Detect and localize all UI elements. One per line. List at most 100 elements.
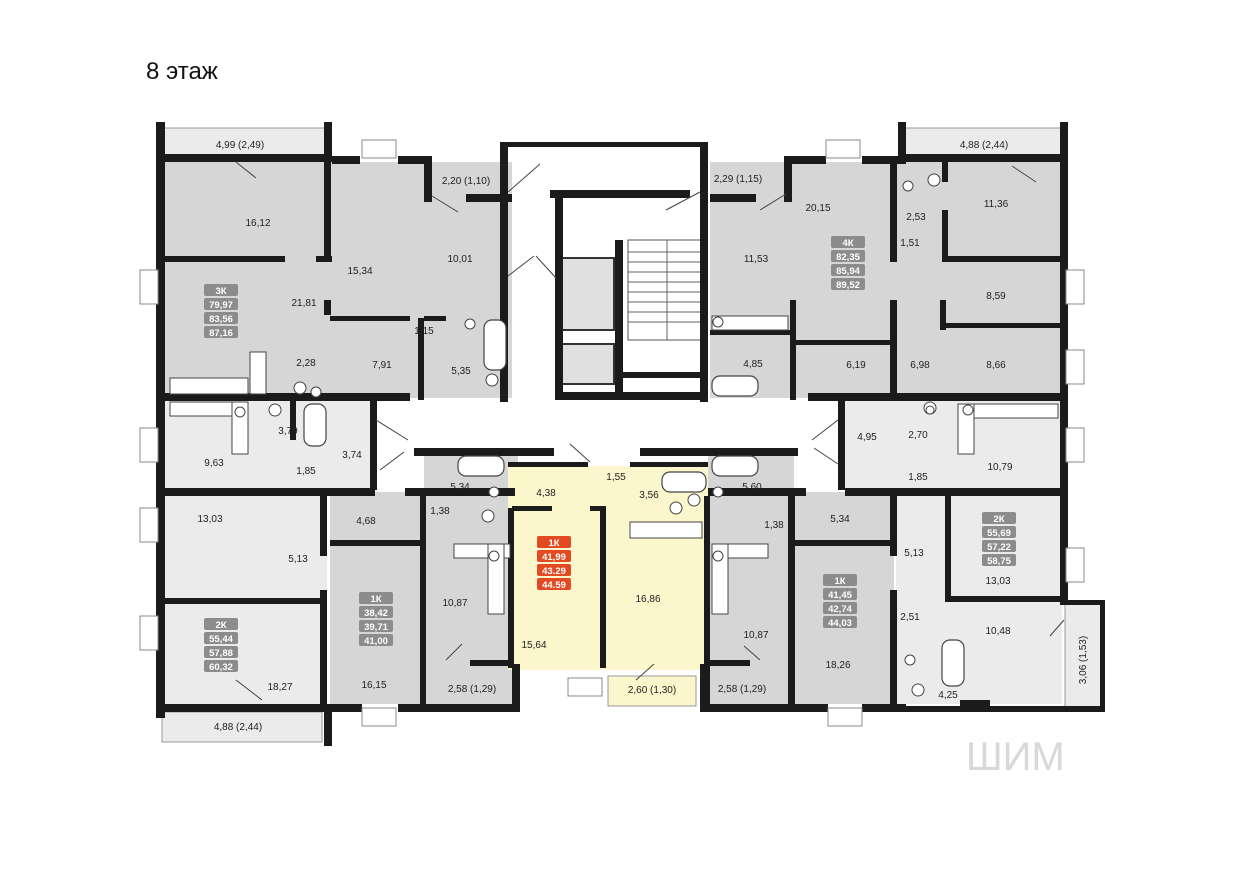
room-label: 18,26 xyxy=(825,660,850,671)
apartment-area: 60,32 xyxy=(209,662,233,673)
room-label: 5,34 xyxy=(830,514,850,525)
room-label: 2,58 (1,29) xyxy=(718,684,766,695)
balcony-top-left xyxy=(161,127,328,159)
room-label: 2,28 xyxy=(296,358,316,369)
room-label: 4,88 (2,44) xyxy=(214,722,262,733)
room-label: 3,56 xyxy=(639,490,659,501)
apartment-badge[interactable]: 1К 38,42 39,71 41,00 xyxy=(359,592,393,647)
apartment-area: 38,42 xyxy=(364,608,388,619)
apt-3k-area xyxy=(165,162,512,398)
balcony-bottom-left xyxy=(161,711,323,743)
room-label: 4,38 xyxy=(536,488,556,499)
apartment-area: 55,44 xyxy=(209,634,233,645)
room-label: 2,53 xyxy=(906,212,926,223)
apartment-type: 2К xyxy=(215,620,226,631)
room-label: 6,19 xyxy=(846,360,866,371)
room-labels: 4,99 (2,49) 16,12 15,34 2,20 (1,10) 10,0… xyxy=(197,140,1089,733)
room-label: 18,27 xyxy=(267,682,292,693)
apartment-area: 87,16 xyxy=(209,328,233,339)
apartment-area: 44,03 xyxy=(828,618,852,629)
elevator-1 xyxy=(561,257,615,331)
apartment-area: 41,45 xyxy=(828,590,852,601)
stair-treads xyxy=(628,240,706,340)
room-label: 10,79 xyxy=(987,462,1012,473)
room-label: 5,60 xyxy=(742,482,762,493)
apartment-area: 39,71 xyxy=(364,622,388,633)
sanitary-fixtures xyxy=(234,173,974,697)
balcony-highlight xyxy=(607,675,697,707)
room-label: 2,51 xyxy=(900,612,920,623)
room-label: 5,13 xyxy=(288,554,308,565)
room-label: 20,15 xyxy=(805,203,830,214)
apartment-type: 2К xyxy=(993,514,1004,525)
windows xyxy=(139,139,1085,727)
apartment-type: 1К xyxy=(548,538,559,549)
room-label: 1,38 xyxy=(430,506,450,517)
door-swings xyxy=(235,161,1065,701)
room-label: 2,29 (1,15) xyxy=(714,174,762,185)
bathtubs xyxy=(303,319,965,687)
apartment-area: 57,88 xyxy=(209,648,233,659)
apartment-area: 44.59 xyxy=(542,580,566,591)
walls xyxy=(156,122,1105,746)
apartment-badge[interactable]: 2К 55,69 57,22 58,75 xyxy=(982,512,1016,567)
room-label: 13,03 xyxy=(985,576,1010,587)
room-label: 11,36 xyxy=(984,199,1009,210)
apartment-area: 55,69 xyxy=(987,528,1011,539)
room-label: 11,53 xyxy=(744,254,769,265)
room-label: 10,48 xyxy=(985,626,1010,637)
room-label: 2,58 (1,29) xyxy=(448,684,496,695)
room-label: 3,79 xyxy=(278,426,298,437)
apartment-badges: 3К 79,97 83,56 87,16 4К 82,35 85,94 89,5… xyxy=(204,236,1016,673)
room-label: 1,51 xyxy=(900,238,920,249)
room-label: 16,86 xyxy=(635,594,660,605)
room-label: 4,95 xyxy=(857,432,877,443)
apartment-badge[interactable]: 3К 79,97 83,56 87,16 xyxy=(204,284,238,339)
apartment-type: 1К xyxy=(834,576,845,587)
apartment-badge[interactable]: 2К 55,44 57,88 60,32 xyxy=(204,618,238,673)
room-label: 10,87 xyxy=(442,598,467,609)
room-label: 1,85 xyxy=(908,472,928,483)
room-label: 13,03 xyxy=(197,514,222,525)
room-label: 10,87 xyxy=(743,630,768,641)
room-label: 8,59 xyxy=(986,291,1006,302)
room-label: 10,01 xyxy=(447,254,472,265)
room-label: 16,15 xyxy=(361,680,386,691)
apartment-area: 85,94 xyxy=(836,266,860,277)
apartment-area: 41,99 xyxy=(542,552,566,563)
apartment-area: 89,52 xyxy=(836,280,860,291)
room-label: 6,98 xyxy=(910,360,930,371)
room-label: 2,60 (1,30) xyxy=(628,685,676,696)
room-label: 1,85 xyxy=(296,466,316,477)
room-label: 5,35 xyxy=(451,366,471,377)
elevator-2 xyxy=(561,343,615,385)
apartment-type: 3К xyxy=(215,286,226,297)
room-label: 9,63 xyxy=(204,458,224,469)
apartment-area: 41,00 xyxy=(364,636,388,647)
room-label: 4,85 xyxy=(743,359,763,370)
apartment-badge[interactable]: 4К 82,35 85,94 89,52 xyxy=(831,236,865,291)
room-label: 3,06 (1,53) xyxy=(1078,636,1089,684)
room-label: 15,64 xyxy=(521,640,546,651)
apartment-area: 79,97 xyxy=(209,300,233,311)
room-label: 21,81 xyxy=(291,298,316,309)
room-label: 1,55 xyxy=(606,472,626,483)
floor-title: 8 этаж xyxy=(146,58,218,85)
room-label: 4,88 (2,44) xyxy=(960,140,1008,151)
room-label: 15,34 xyxy=(347,266,372,277)
room-label: 8,66 xyxy=(986,360,1006,371)
room-label: 5,13 xyxy=(904,548,924,559)
apartment-area: 58,75 xyxy=(987,556,1011,567)
apartment-type: 4К xyxy=(842,238,853,249)
room-label: 1,38 xyxy=(764,520,784,531)
watermark: ШИМ xyxy=(966,735,1065,779)
apartment-badge[interactable]: 1К 41,45 42,74 44,03 xyxy=(823,574,857,629)
room-label: 3,74 xyxy=(342,450,362,461)
apartment-area: 42,74 xyxy=(828,604,852,615)
room-label: 4,99 (2,49) xyxy=(216,140,264,151)
room-label: 2,20 (1,10) xyxy=(442,176,490,187)
room-label: 7,91 xyxy=(372,360,392,371)
apartment-badge-highlighted[interactable]: 1К 41,99 43.29 44.59 xyxy=(537,536,571,591)
room-label: 4,68 xyxy=(356,516,376,527)
